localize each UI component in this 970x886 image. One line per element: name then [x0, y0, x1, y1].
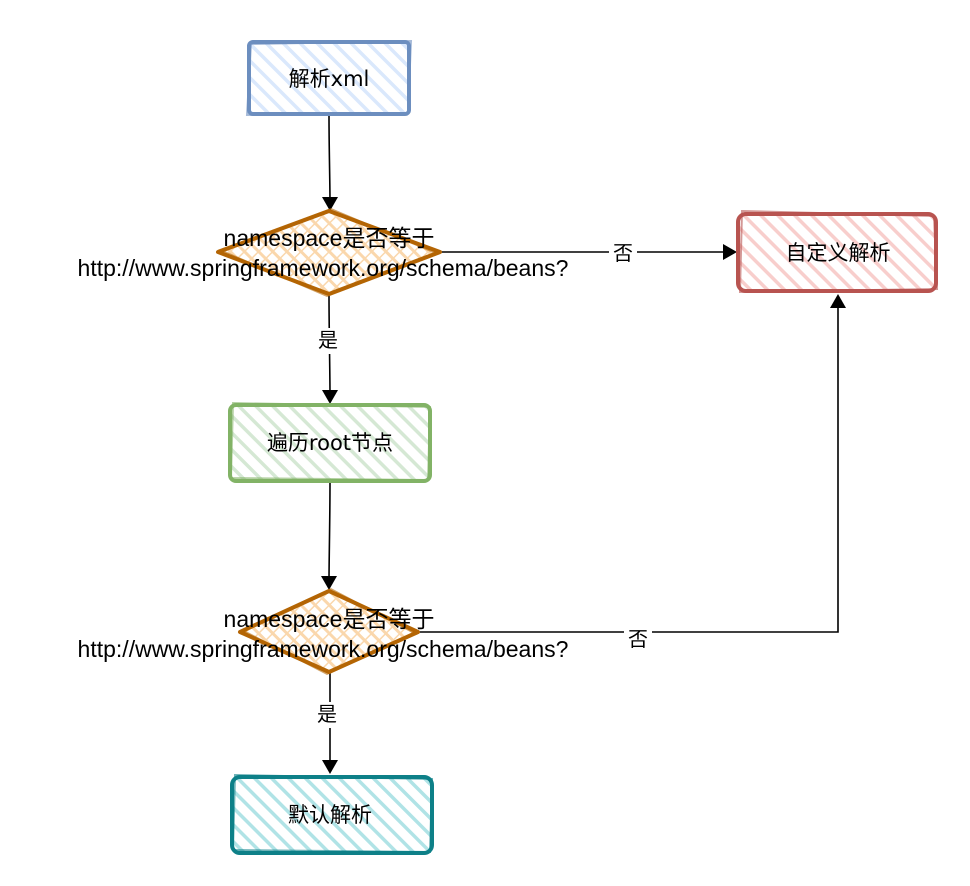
decision-2-line1: namespace是否等于	[224, 606, 435, 632]
edge-label-no-1: 否	[613, 241, 633, 265]
edge-traverse-to-decision2	[321, 480, 337, 590]
edge-label-bg-yes1	[314, 328, 342, 354]
node-custom-parse[interactable]: 自定义解析	[736, 209, 939, 294]
edge-decision1-no	[440, 244, 737, 260]
node-parse-xml-label: 解析xml	[289, 67, 370, 91]
edge-parse-to-decision1	[322, 114, 338, 211]
node-parse-xml[interactable]: 解析xml	[245, 39, 413, 117]
decision-1-line1: namespace是否等于	[224, 225, 435, 251]
edge-label-bg-yes2	[313, 702, 341, 728]
decision-1-line2: http://www.springframework.org/schema/be…	[78, 255, 569, 281]
decision-2-line2: http://www.springframework.org/schema/be…	[78, 636, 569, 662]
node-traverse-root[interactable]: 遍历root节点	[228, 401, 432, 483]
node-custom-parse-label: 自定义解析	[786, 241, 891, 265]
edge-label-bg-no1	[609, 240, 637, 266]
edge-label-yes-2: 是	[317, 702, 337, 726]
node-default-parse[interactable]: 默认解析	[230, 773, 434, 855]
edge-label-no-2: 否	[628, 627, 648, 651]
edge-decision2-no	[418, 294, 846, 633]
node-decision-2[interactable]: namespace是否等于 http://www.springframework…	[78, 587, 569, 675]
edge-label-yes-1: 是	[318, 328, 338, 352]
edge-label-bg-no2	[624, 626, 652, 652]
node-default-parse-label: 默认解析	[288, 803, 372, 827]
node-traverse-root-label: 遍历root节点	[267, 431, 393, 455]
node-decision-1[interactable]: namespace是否等于 http://www.springframework…	[78, 208, 569, 297]
